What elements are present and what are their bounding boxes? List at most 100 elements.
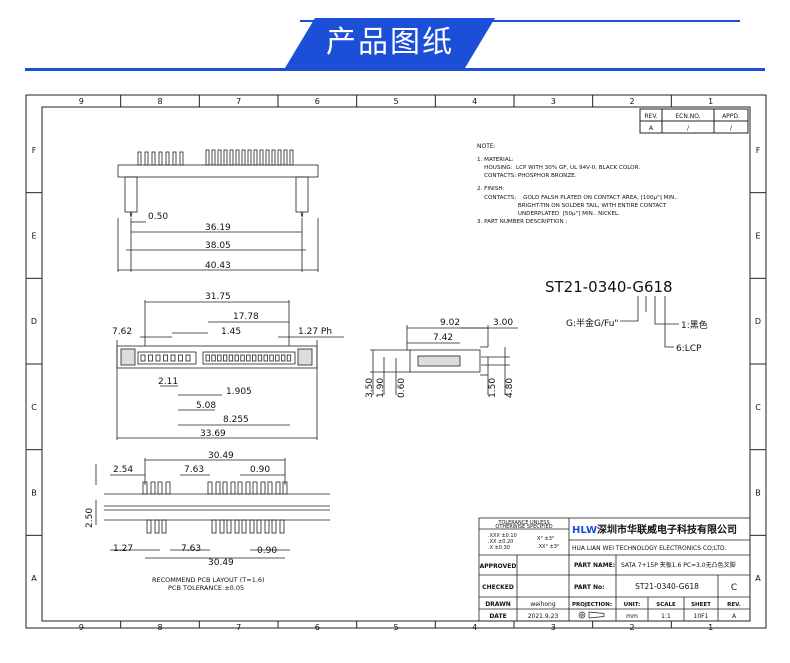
frame-col-label-top: 7: [236, 97, 241, 106]
front-view-contact: [257, 354, 263, 362]
dim-side-742: 7.42: [433, 333, 453, 343]
dim-top-3805: 38.05: [205, 241, 231, 251]
pcb-pad: [237, 481, 243, 495]
front-view-contact: [185, 354, 191, 362]
front-view-contact: [178, 354, 183, 362]
frame-col-label-bottom: 4: [472, 623, 477, 632]
frame-row-label-right: F: [756, 146, 761, 155]
approved-label: APPROVED: [480, 563, 517, 570]
front-view-contact: [170, 354, 176, 362]
rev-value: A: [649, 125, 654, 132]
frame-row-label-right: D: [755, 317, 761, 326]
dim-top-050: 0.50: [148, 212, 168, 222]
top-view-pin: [144, 151, 149, 166]
top-view-pin: [137, 151, 142, 166]
front-view-contact: [222, 354, 228, 362]
part-name-value: SATA 7+15P 夹板1.6 PC=3.0无凸色叉脚: [621, 561, 736, 569]
dim-front-211: 2.11: [158, 377, 178, 387]
part-no-value: ST21-0340-G618: [635, 582, 699, 591]
company-logo: HLW: [572, 525, 597, 536]
pcb-pad: [150, 481, 156, 495]
dim-front-3369: 33.69: [200, 429, 226, 439]
frame-col-label-bottom: 7: [236, 623, 241, 632]
front-view-contact: [205, 354, 210, 362]
note-line: 2. FINISH:: [477, 186, 505, 192]
pcb-pad: [279, 519, 285, 534]
dim-front-762: 7.62: [112, 327, 132, 337]
projection-label: PROJECTION:: [572, 602, 612, 608]
date-value: 2021.9.23: [528, 613, 559, 620]
frame-row-label-right: A: [755, 574, 761, 583]
pcb-pad: [165, 481, 171, 495]
dim-pcb-254: 2.54: [113, 465, 133, 475]
front-view-contact: [228, 354, 234, 362]
dim-pcb-090-top: 0.90: [250, 465, 270, 475]
frame-col-label-top: 5: [393, 97, 398, 106]
sheet-value: 10F1: [694, 613, 709, 620]
front-view-contact: [280, 354, 286, 362]
front-view-contact: [269, 354, 274, 362]
pcb-pad: [241, 519, 247, 534]
date-label: DATE: [489, 613, 506, 620]
pcb-caption-layout: RECOMMEND PCB LAYOUT (T=1.6): [152, 576, 265, 584]
note-line: CONTACTS: PHOSPHOR BRONZE.: [477, 173, 577, 179]
pcb-pad: [245, 481, 251, 495]
pcb-layout: [95, 458, 330, 559]
front-view-contact: [246, 354, 251, 362]
note-line: 3. PART NUMBER DESCRIPTION :: [477, 219, 567, 225]
pcb-pad: [161, 519, 167, 534]
pcb-pad: [267, 481, 273, 495]
frame-col-label-top: 1: [708, 97, 713, 106]
dim-side-902: 9.02: [440, 318, 460, 328]
top-view-pin: [179, 151, 184, 166]
top-view-pin: [259, 149, 264, 166]
dim-front-8255: 8.255: [223, 415, 249, 425]
dim-front-1905: 1.905: [226, 387, 252, 397]
dim-pcb-3049-bottom: 30.49: [208, 558, 234, 568]
top-view-pin: [217, 149, 222, 166]
dim-side-060: 0.60: [397, 378, 407, 398]
banner-bottom-line: [25, 68, 765, 71]
ecn-value: /: [687, 125, 690, 132]
sheet-label: SHEET: [691, 602, 711, 608]
pcb-pad: [275, 481, 281, 495]
top-view-pin: [205, 149, 210, 166]
pcb-pad: [249, 519, 255, 534]
dim-front-1778: 17.78: [233, 312, 259, 322]
frame-col-label-top: 3: [551, 97, 556, 106]
dim-pcb-763-top: 7.63: [184, 465, 204, 475]
frame-row-label-left: C: [31, 403, 37, 412]
rev-bottom-value: A: [732, 613, 737, 620]
top-view-pin: [172, 151, 177, 166]
top-view-pin: [277, 149, 282, 166]
dim-top-3619: 36.19: [205, 223, 231, 233]
pcb-pad: [146, 519, 152, 534]
banner-title: 产品图纸: [326, 25, 454, 60]
drawn-label: DRAWN: [485, 601, 511, 608]
frame-col-label-top: 6: [315, 97, 320, 106]
frame-col-label-bottom: 5: [393, 623, 398, 632]
frame-col-label-top: 2: [629, 97, 634, 106]
dim-top-4043: 40.43: [205, 261, 231, 271]
pcb-pad: [207, 481, 213, 495]
tolerance-x: .X ±0.30: [488, 545, 510, 551]
front-view-contact: [263, 354, 268, 362]
dim-pcb-127: 1.27: [113, 544, 133, 554]
front-view-contact: [234, 354, 239, 362]
top-view-pin: [223, 149, 228, 166]
unit-label: UNIT:: [624, 602, 641, 608]
tolerance-title-1: TOLERANCE UNLESS: [497, 520, 549, 526]
top-view-pin: [211, 149, 216, 166]
pcb-pad: [154, 519, 160, 534]
top-view-pin: [165, 151, 170, 166]
part-code-number: ST21-0340-G618: [545, 278, 673, 296]
tolerance-angle-2: .XX° ±3°: [537, 544, 560, 550]
frame-row-label-left: B: [31, 489, 37, 498]
rev-label: REV.: [727, 602, 741, 608]
frame-row-label-right: B: [755, 489, 761, 498]
dim-pcb-250: 2.50: [85, 508, 95, 528]
company-name-cn: 深圳市华联威电子科技有限公司: [597, 523, 737, 536]
frame-col-label-bottom: 1: [708, 623, 713, 632]
frame-col-label-top: 4: [472, 97, 477, 106]
dim-pcb-090-bottom: 0.90: [257, 546, 277, 556]
